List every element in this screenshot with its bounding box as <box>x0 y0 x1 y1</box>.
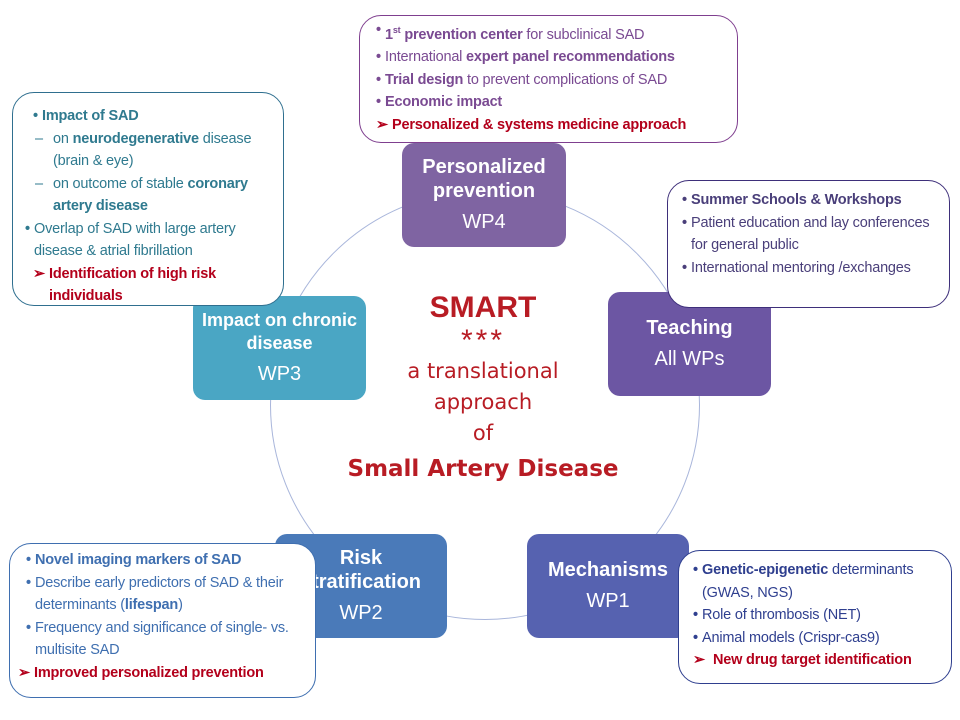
node-mechanisms: Mechanisms WP1 <box>527 534 689 638</box>
center-stars: *** <box>460 324 506 357</box>
callout-conclusion: ➢Personalized & systems medicine approac… <box>376 116 687 133</box>
node-title: Personalized prevention <box>422 156 546 202</box>
callout-teaching: •Summer Schools & Workshops •Patient edu… <box>667 180 950 308</box>
node-title: Risk stratification <box>300 547 422 593</box>
callout-item: •International expert panel recommendati… <box>376 49 675 66</box>
node-title: Mechanisms <box>547 559 669 581</box>
callout-item: •Novel imaging markers of SAD <box>26 552 242 568</box>
node-title: Impact on chronic disease <box>201 310 358 353</box>
center-subject: Small Artery Disease <box>347 456 619 482</box>
callout-item: •Describe early predictors of SAD & thei… <box>26 574 284 614</box>
center-line-3: of <box>472 421 494 445</box>
node-wp-label: WP2 <box>339 602 383 624</box>
center-line-1: a translational <box>407 359 559 383</box>
callout-item: •Economic impact <box>376 94 503 111</box>
center-title-block: SMART *** a translational approach of Sm… <box>330 290 636 489</box>
callout-item: •Summer Schools & Workshops <box>682 192 902 208</box>
callout-mechanisms: •Genetic-epigenetic determinants (GWAS, … <box>678 550 952 684</box>
callout-item: •International mentoring /exchanges <box>682 259 911 276</box>
callout-item: •Impact of SAD <box>33 108 139 124</box>
callout-impact-chronic-disease: •Impact of SAD –on neurodegenerative dis… <box>12 92 284 306</box>
node-impact-chronic-disease: Impact on chronic disease WP3 <box>193 296 366 400</box>
callout-conclusion: ➢Identification of high risk individuals <box>33 265 216 305</box>
callout-item: •Frequency and significance of single- v… <box>26 619 289 659</box>
callout-item: •Role of thrombosis (NET) <box>693 607 861 623</box>
callout-personalized-prevention: •1st prevention center for subclinical S… <box>359 15 738 143</box>
callout-item: •Trial design to prevent complications o… <box>376 71 668 88</box>
center-title: SMART <box>429 291 537 324</box>
callout-item: •1st prevention center for subclinical S… <box>376 22 645 43</box>
callout-subitem: –on neurodegenerative disease (brain & e… <box>35 130 252 170</box>
node-title: Teaching <box>646 317 733 339</box>
callout-conclusion: ➢New drug target identification <box>693 652 912 668</box>
node-wp-label: WP1 <box>586 590 630 612</box>
center-line-2: approach <box>433 390 533 414</box>
callout-item: •Genetic-epigenetic determinants (GWAS, … <box>693 562 914 601</box>
callout-risk-stratification: •Novel imaging markers of SAD •Describe … <box>9 543 316 698</box>
node-wp-label: WP4 <box>462 211 506 233</box>
node-personalized-prevention: Personalized prevention WP4 <box>402 143 566 247</box>
callout-item: •Animal models (Crispr-cas9) <box>693 629 880 646</box>
callout-item: •Overlap of SAD with large artery diseas… <box>25 220 236 260</box>
node-teaching: Teaching All WPs <box>608 292 771 396</box>
callout-conclusion: ➢Improved personalized prevention <box>18 664 264 681</box>
node-wp-label: WP3 <box>257 363 302 385</box>
callout-item: •Patient education and lay conferences f… <box>682 214 930 254</box>
callout-subitem: –on outcome of stable coronary artery di… <box>35 175 248 215</box>
node-wp-label: All WPs <box>654 348 725 370</box>
